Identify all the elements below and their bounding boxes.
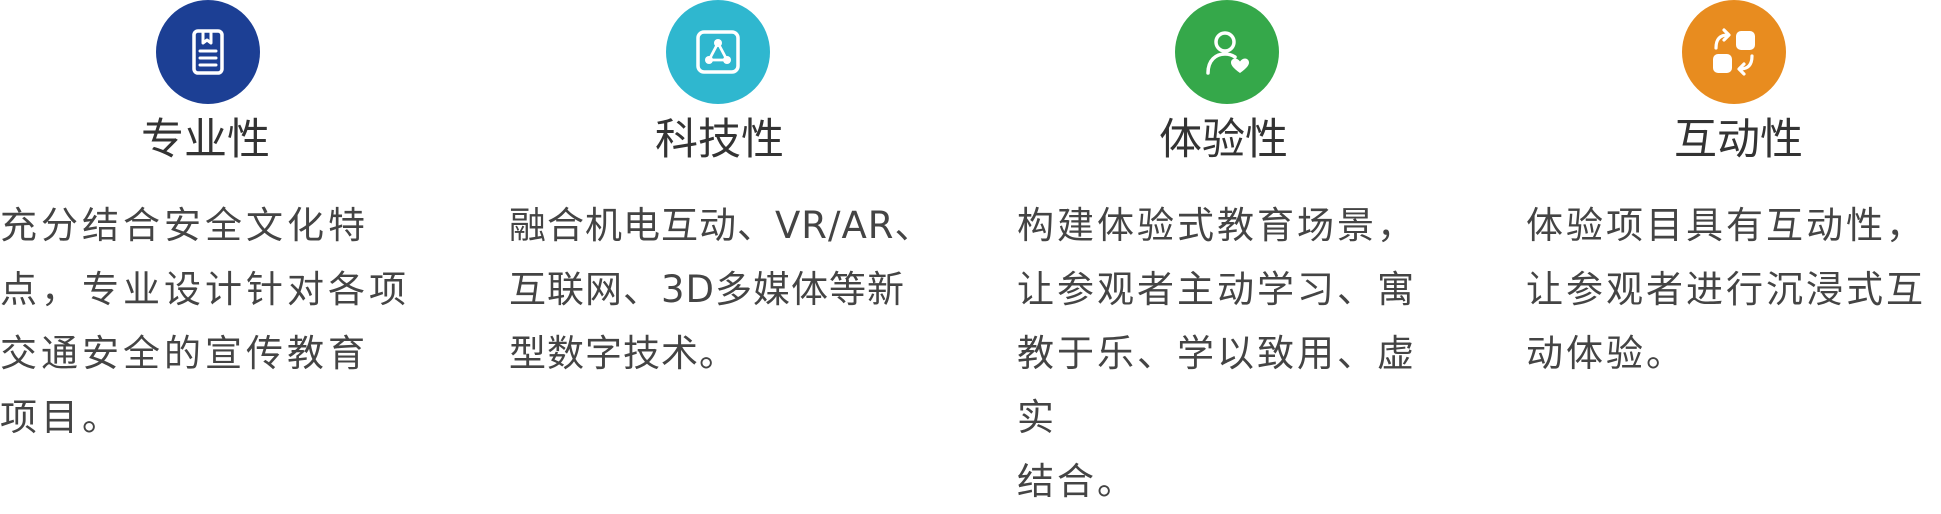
feature-description: 融合机电互动、VR/AR、 互联网、3D多媒体等新 型数字技术。 [509,204,933,375]
technology-network-icon [696,30,740,74]
feature-section: 专业性 充分结合安全文化特 点，专业设计针对各项 交通安全的宣传教育 项目。 科… [0,0,1941,503]
feature-interaction: 互动性 体验项目具有互动性， 让参观者进行沉浸式互 动体验。 [1526,0,1941,469]
feature-professional: 专业性 充分结合安全文化特 点，专业设计针对各项 交通安全的宣传教育 项目。 [0,0,450,469]
feature-title: 体验性 [1159,115,1288,165]
document-bookmark-icon [192,29,224,75]
technology-icon-circle [666,0,770,104]
feature-description: 体验项目具有互动性， 让参观者进行沉浸式互 动体验。 [1526,204,1926,375]
professional-icon-circle [156,0,260,104]
interaction-icon-circle [1682,0,1786,104]
feature-title: 专业性 [141,115,270,165]
feature-title: 科技性 [655,115,784,165]
feature-technology: 科技性 融合机电互动、VR/AR、 互联网、3D多媒体等新 型数字技术。 [509,0,959,469]
feature-experience: 体验性 构建体验式教育场景， 让参观者主动学习、寓 教于乐、学以致用、虚实 结合… [1017,0,1467,503]
feature-description: 构建体验式教育场景， 让参观者主动学习、寓 教于乐、学以致用、虚实 结合。 [1017,204,1417,503]
feature-description: 充分结合安全文化特 点，专业设计针对各项 交通安全的宣传教育 项目。 [0,204,410,439]
interaction-exchange-icon [1713,28,1755,76]
user-heart-icon [1206,31,1249,75]
experience-icon-circle [1175,0,1279,104]
feature-title: 互动性 [1674,115,1803,165]
